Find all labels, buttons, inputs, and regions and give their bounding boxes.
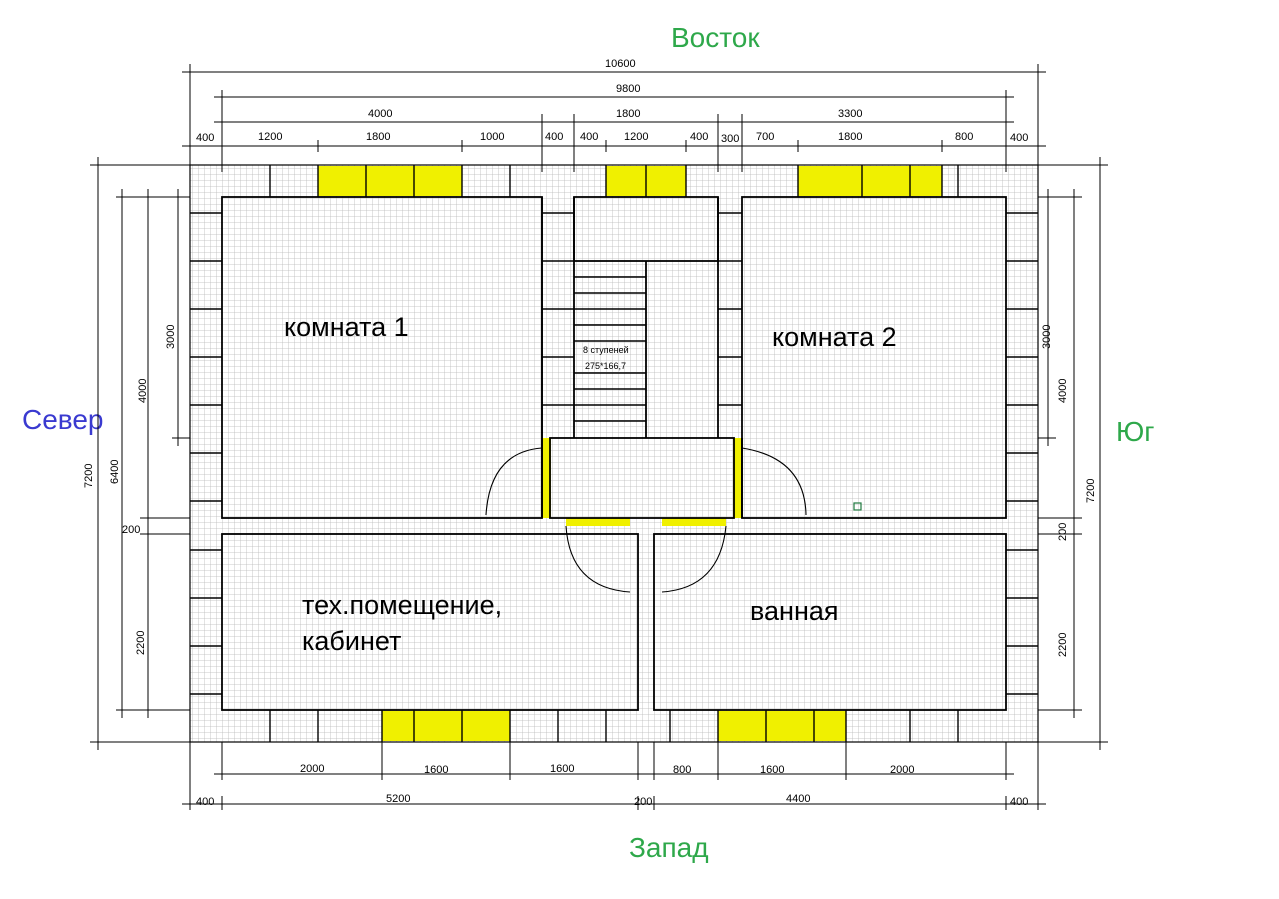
landing-wall: [549, 437, 735, 519]
dim-text: 1800: [616, 108, 640, 120]
dim-text: 400: [580, 131, 598, 143]
direction-east: Восток: [671, 22, 760, 53]
dim-right-upper-inner: [1038, 189, 1056, 446]
door-swings: [485, 447, 807, 593]
bath-wall: [653, 533, 1007, 711]
dim-text: 1600: [760, 764, 784, 776]
stair-size-label: 275*166,7: [585, 361, 626, 371]
dim-left-upper-inner: [172, 189, 190, 446]
dim-text: 3000: [1041, 325, 1053, 349]
dim-text: 400: [1010, 796, 1028, 808]
dim-text: 300: [721, 133, 739, 145]
dim-top-seg: [214, 114, 1014, 172]
window: [733, 438, 742, 518]
dim-text: 4000: [1057, 379, 1069, 403]
marker: [853, 502, 862, 511]
dim-text: 400: [1010, 132, 1028, 144]
tick-right-upper: [1006, 212, 1038, 502]
dim-text: 2000: [300, 763, 324, 775]
dim-text: 400: [545, 131, 563, 143]
room-label-tech-line2: кабинет: [302, 626, 401, 656]
dim-text: 400: [196, 796, 214, 808]
tick-top: [269, 165, 959, 197]
door-arc-tech: [565, 525, 631, 593]
stair-steps: [574, 276, 646, 422]
dim-left-inner: [116, 189, 190, 718]
dimension-lines: [90, 64, 1108, 810]
dim-bottom-row2: [182, 742, 1046, 810]
room-label-tech-line1: тех.помещение,: [302, 590, 502, 620]
tech-room-wall: [221, 533, 639, 711]
door-arc-bath: [661, 525, 727, 593]
windows: [318, 166, 942, 741]
dim-text: 2200: [1057, 633, 1069, 657]
dim-text: 200: [634, 796, 652, 808]
dim-text: 400: [690, 131, 708, 143]
dim-text: 2200: [135, 631, 147, 655]
dim-text: 4400: [786, 793, 810, 805]
dim-text: 700: [756, 131, 774, 143]
dim-text: 400: [196, 132, 214, 144]
window: [662, 518, 726, 526]
dim-left-mid: [140, 189, 190, 718]
dim-right-overall: [1038, 157, 1108, 750]
tick-right-lower: [1006, 549, 1038, 695]
dim-text: 200: [1057, 523, 1069, 541]
dim-text: 1600: [550, 763, 574, 775]
window: [382, 711, 510, 741]
dim-text: 9800: [616, 83, 640, 95]
window: [566, 518, 630, 526]
dim-text: 3000: [165, 325, 177, 349]
dim-text: 4000: [368, 108, 392, 120]
dim-text: 1000: [480, 131, 504, 143]
dim-text: 4000: [137, 379, 149, 403]
door-arc-room2: [741, 447, 807, 516]
window: [542, 438, 551, 518]
tick-bottom: [269, 710, 959, 742]
tick-left-lower: [190, 549, 222, 695]
direction-west: Запад: [629, 832, 709, 863]
dim-text: 3300: [838, 108, 862, 120]
dim-top-overall: [182, 64, 1046, 172]
window: [798, 166, 942, 196]
dim-text: 7200: [1085, 479, 1097, 503]
dim-text: 5200: [386, 793, 410, 805]
tick-left-upper: [190, 212, 222, 502]
direction-south: Юг: [1116, 416, 1155, 447]
room-label-room1: комната 1: [284, 312, 409, 342]
dim-top-inner: [214, 90, 1014, 172]
dim-text: 1600: [424, 764, 448, 776]
stair-steps-label: 8 ступеней: [583, 345, 629, 355]
dim-left-overall: [90, 157, 190, 750]
stair-step: [574, 276, 646, 422]
dim-text: 200: [122, 524, 140, 536]
tick-stairwell: [542, 212, 742, 406]
room-label-room2: комната 2: [772, 322, 897, 352]
dim-text: 1200: [624, 131, 648, 143]
door-arc-room1: [485, 447, 543, 516]
dim-text: 1800: [366, 131, 390, 143]
dim-text: 7200: [83, 464, 95, 488]
window: [718, 711, 846, 741]
dim-text: 800: [955, 131, 973, 143]
dim-text: 1200: [258, 131, 282, 143]
room-label-bath: ванная: [750, 596, 839, 626]
dim-right-mid: [1038, 189, 1082, 718]
dim-text: 10600: [605, 58, 636, 70]
dim-text: 1800: [838, 131, 862, 143]
direction-north: Север: [22, 404, 104, 435]
window: [318, 166, 462, 196]
dim-text: 6400: [109, 460, 121, 484]
dim-bottom-row1: [214, 742, 1014, 780]
wall-ticks: [190, 165, 1038, 742]
dim-text: 2000: [890, 764, 914, 776]
dim-top-detail: [182, 140, 1046, 152]
dim-text: 800: [673, 764, 691, 776]
